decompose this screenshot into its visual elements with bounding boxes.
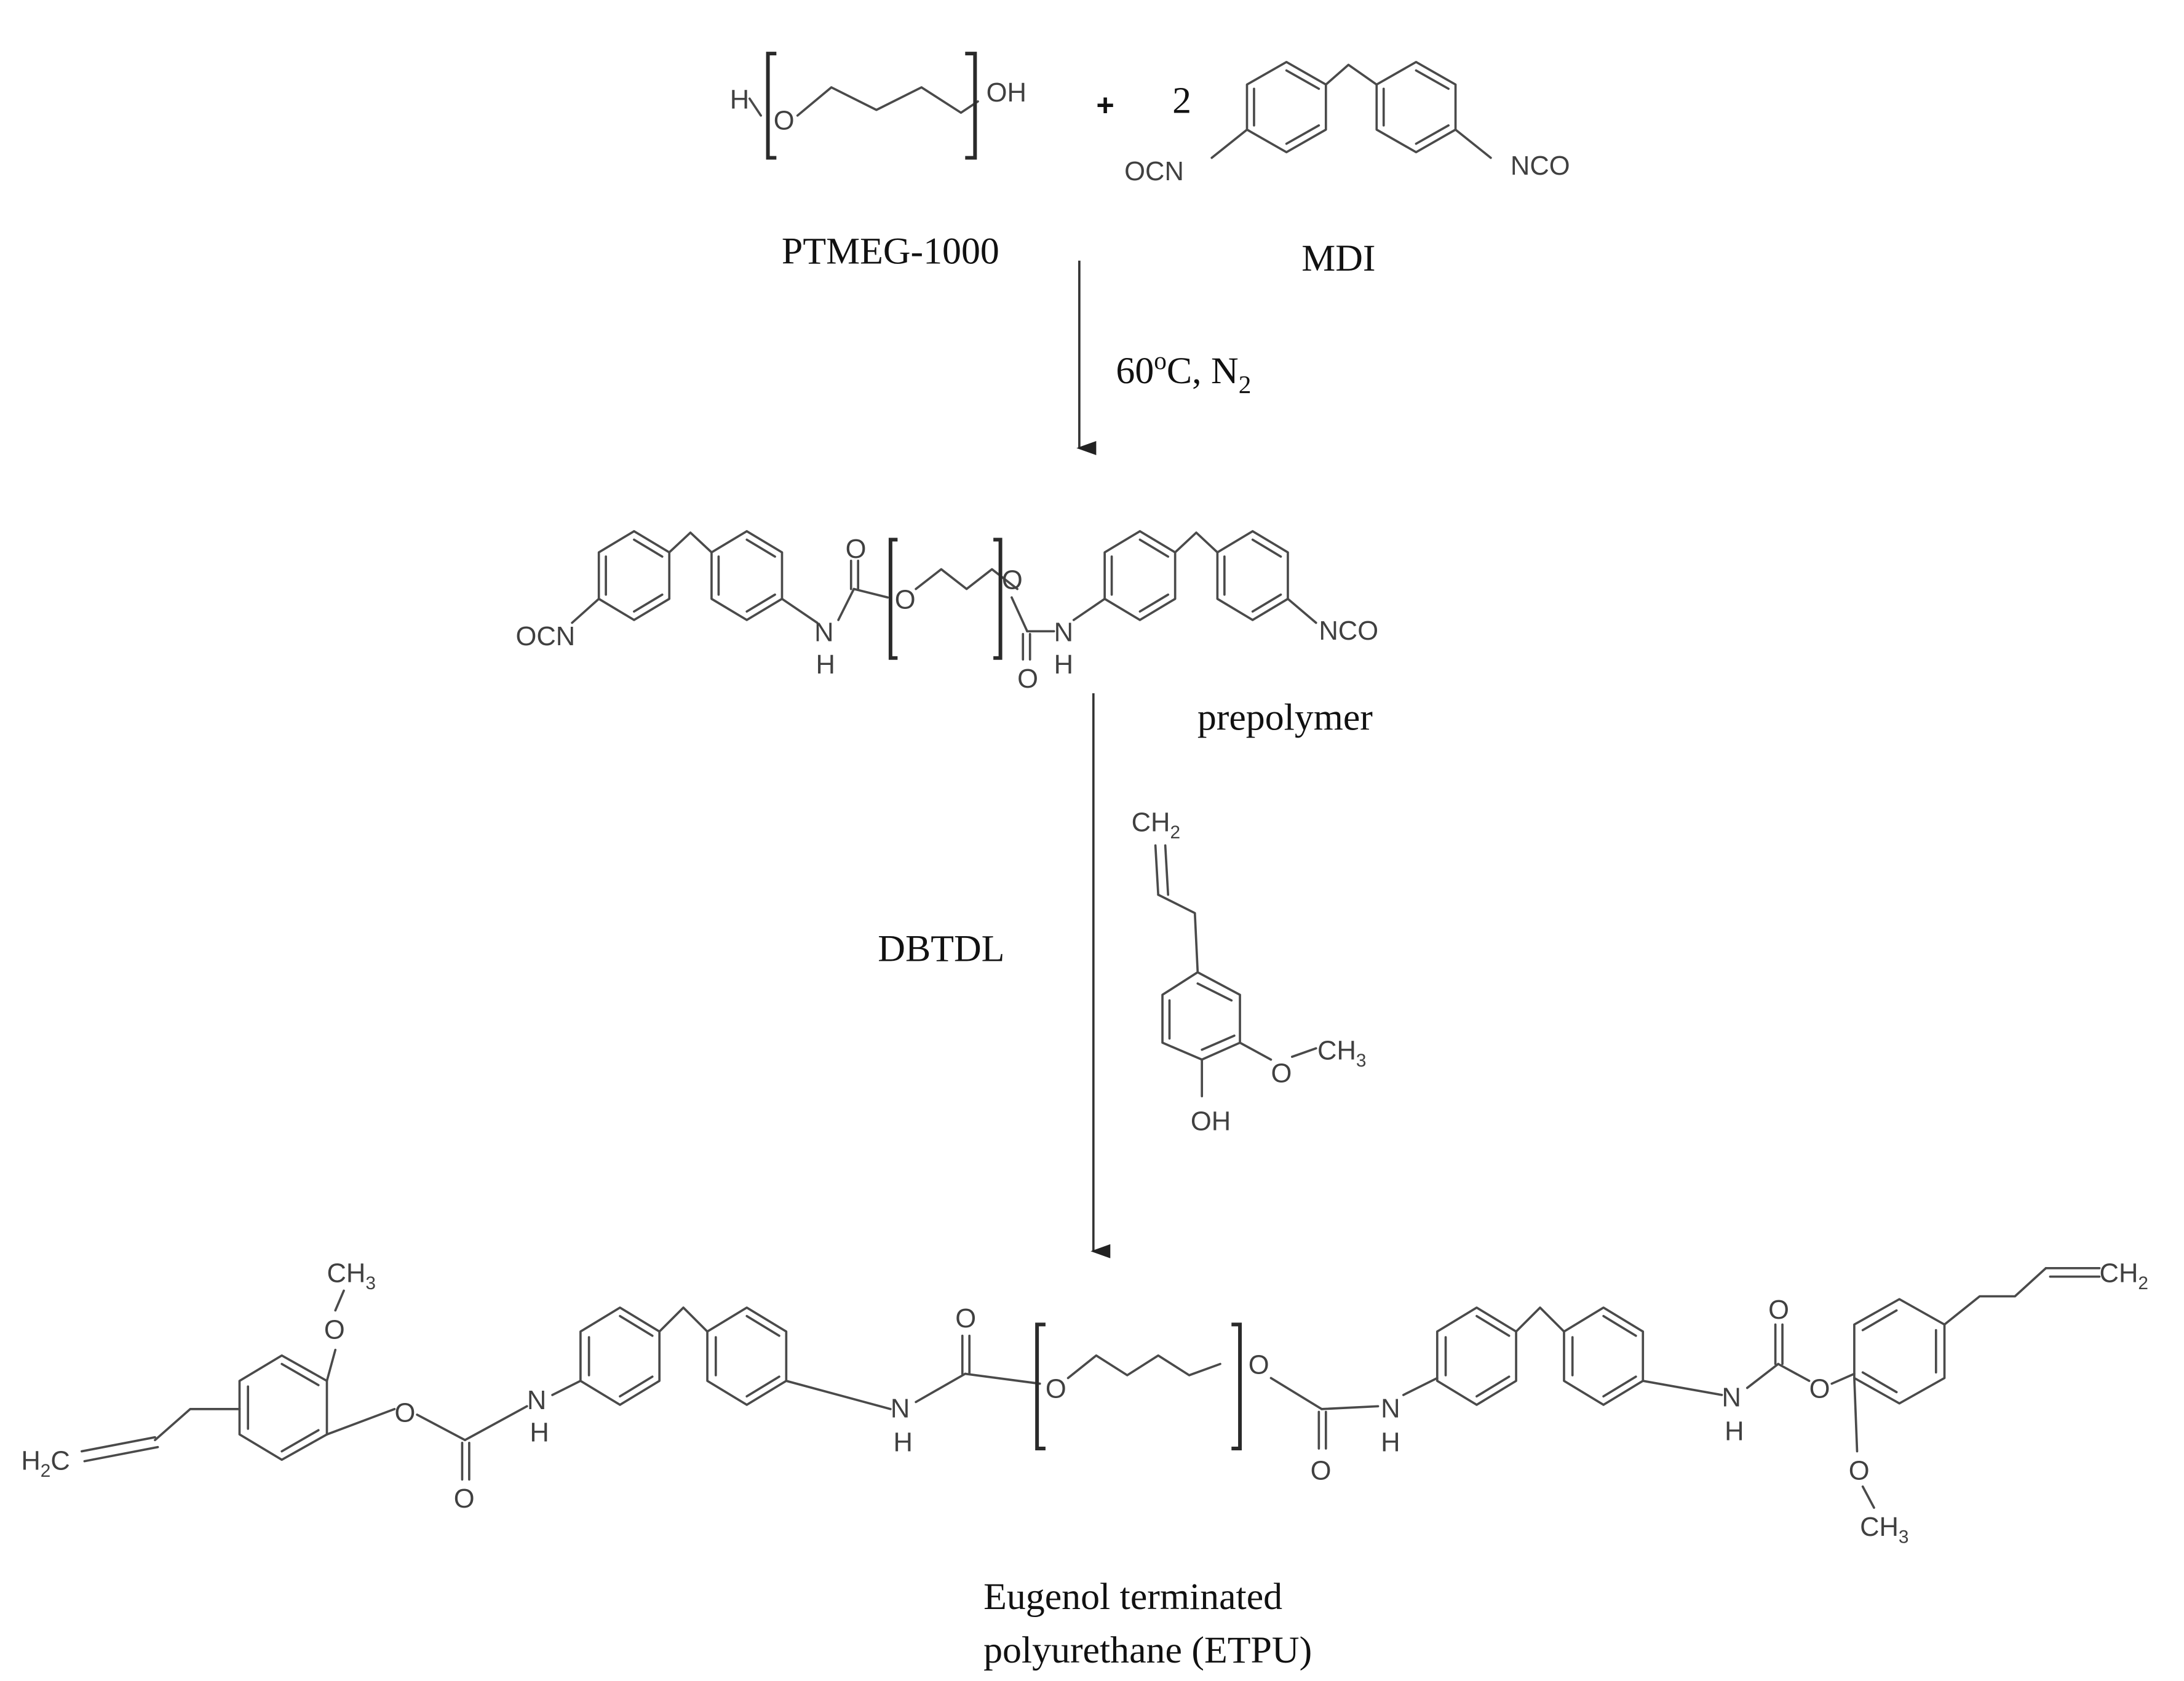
product-name-line2: polyurethane (ETPU): [983, 1629, 1312, 1671]
atom-n: N: [527, 1386, 546, 1415]
atom-o: O: [774, 106, 795, 136]
atom-h: H: [1054, 650, 1073, 680]
catalyst-label: DBTDL: [878, 928, 1004, 969]
atom-nco: NCO: [1319, 616, 1378, 646]
atom-ch2: CH2: [1132, 808, 1180, 843]
atom-n: N: [814, 618, 833, 647]
atom-o: O: [846, 535, 867, 564]
prepolymer-structure: OCN N H O O O O N H: [515, 530, 1378, 694]
atom-oh: OH: [987, 78, 1026, 108]
atom-o: O: [1017, 664, 1038, 694]
atom-o: O: [324, 1315, 345, 1345]
atom-o: O: [1046, 1375, 1066, 1404]
mdi-label: MDI: [1301, 237, 1375, 279]
atom-o: O: [895, 586, 916, 615]
atom-h: H: [530, 1418, 549, 1448]
atom-ch3: CH3: [327, 1259, 376, 1294]
atom-o: O: [454, 1484, 475, 1514]
atom-o: O: [1002, 566, 1023, 595]
atom-ch2: CH2: [2100, 1259, 2148, 1294]
atom-ch3: CH3: [1317, 1036, 1366, 1071]
atom-h: H: [893, 1428, 912, 1458]
atom-oh: OH: [1191, 1107, 1231, 1136]
atom-n: N: [1722, 1383, 1741, 1412]
mdi-structure: OCN NCO: [1124, 60, 1570, 186]
atom-o: O: [1849, 1456, 1870, 1485]
atom-o: O: [1768, 1295, 1789, 1325]
ptmeg-structure: H O OH: [730, 52, 1026, 160]
atom-n: N: [1054, 618, 1073, 647]
atom-ch3: CH3: [1860, 1512, 1908, 1547]
atom-n: N: [1381, 1394, 1400, 1424]
etpu-structure: H2C O CH3 O O N H N H: [21, 1259, 2148, 1548]
atom-h: H: [1381, 1428, 1400, 1458]
atom-h2c: H2C: [21, 1446, 69, 1480]
atom-o: O: [394, 1398, 415, 1428]
atom-nco: NCO: [1511, 151, 1570, 181]
atom-h: H: [816, 650, 835, 680]
atom-o: O: [1249, 1351, 1269, 1380]
prepolymer-label: prepolymer: [1197, 697, 1373, 739]
atom-o: O: [955, 1304, 976, 1333]
conditions-label: 60oC, N2: [1116, 346, 1251, 399]
eugenol-structure: CH2 O CH3 OH: [1132, 808, 1367, 1137]
atom-o: O: [1809, 1375, 1830, 1404]
ptmeg-label: PTMEG-1000: [782, 230, 999, 272]
atom-h: H: [730, 85, 749, 114]
atom-o: O: [1311, 1456, 1332, 1485]
atom-h: H: [1725, 1417, 1744, 1446]
atom-o: O: [1271, 1059, 1292, 1088]
plus-sign: +: [1096, 87, 1114, 122]
atom-ocn: OCN: [515, 622, 575, 651]
product-name-line1: Eugenol terminated: [983, 1576, 1282, 1618]
atom-n: N: [891, 1394, 910, 1424]
stoich-coefficient: 2: [1172, 79, 1191, 121]
atom-ocn: OCN: [1124, 157, 1184, 186]
